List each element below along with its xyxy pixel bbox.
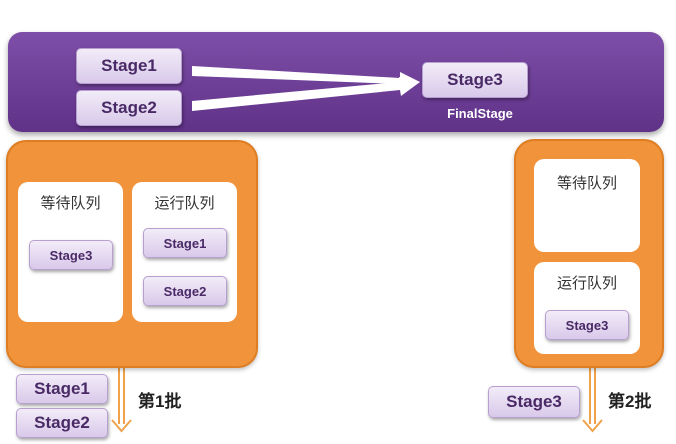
left-waiting-queue-title: 等待队列 [40, 195, 101, 212]
left-running-queue-title: 运行队列 [154, 195, 215, 212]
left-down-arrow [111, 368, 132, 433]
right-waiting-queue-title: 等待队列 [556, 175, 617, 192]
stage1-node: Stage1 [76, 48, 182, 84]
left-output-stage2: Stage2 [16, 408, 108, 438]
right-running-queue-title: 运行队列 [556, 275, 617, 292]
arrow-stage2-to-stage3 [192, 77, 420, 111]
left-output-stage1: Stage1 [16, 374, 108, 404]
right-down-arrow [582, 368, 603, 433]
right-running-stage3: Stage3 [545, 310, 629, 340]
left-running-stage1: Stage1 [143, 228, 227, 258]
batch-2-label: 第2批 [608, 392, 652, 411]
right-waiting-queue [534, 159, 640, 252]
final-stage-node: Stage3 [422, 62, 528, 98]
left-waiting-stage3: Stage3 [29, 240, 113, 270]
final-stage-caption: FinalStage [447, 106, 513, 121]
stage2-node: Stage2 [76, 90, 182, 126]
arrow-stage1-to-stage3 [192, 66, 420, 90]
right-output-stage3: Stage3 [488, 386, 580, 418]
left-running-stage2: Stage2 [143, 276, 227, 306]
batch-1-label: 第1批 [138, 392, 182, 411]
